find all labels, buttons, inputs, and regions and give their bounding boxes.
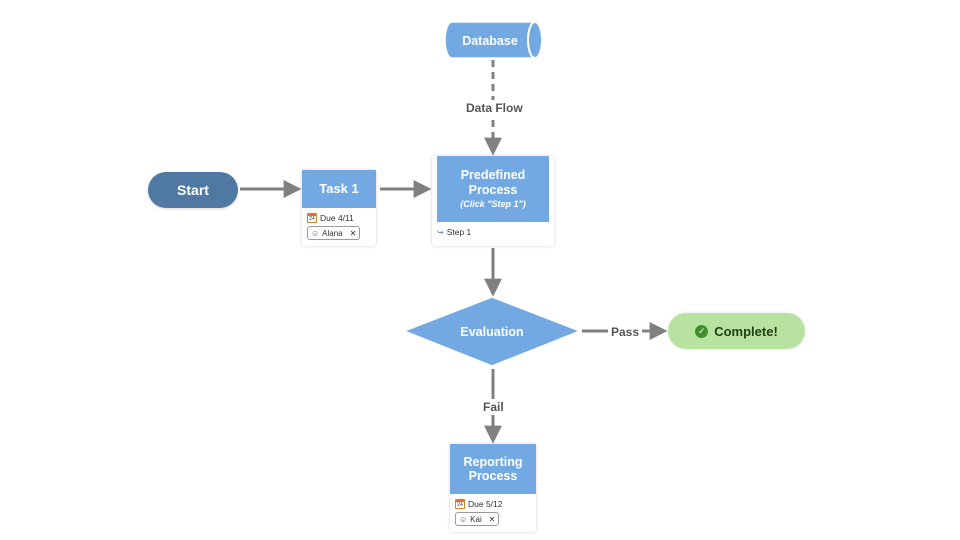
user-icon: ☺ xyxy=(311,228,320,238)
reporting-process-header: Reporting Process xyxy=(450,444,536,494)
reporting-due-row[interactable]: 24 Due 5/12 xyxy=(455,497,531,511)
task1-due-row[interactable]: 24 Due 4/11 xyxy=(307,211,371,225)
close-icon[interactable]: ✕ xyxy=(488,514,496,524)
database-node[interactable]: Database xyxy=(444,21,543,59)
reporting-due-date: Due 5/12 xyxy=(468,499,503,509)
predefined-process-title-line1: Predefined xyxy=(460,168,526,183)
task1-meta: 24 Due 4/11 ☺ Alana ✕ xyxy=(302,208,376,240)
step1-link-label: Step 1 xyxy=(446,227,472,237)
task1-assignee-name: Alana xyxy=(322,228,343,238)
calendar-icon: 24 xyxy=(455,499,465,509)
task1-title: Task 1 xyxy=(319,180,359,196)
step1-link[interactable]: ↪ Step 1 xyxy=(437,225,549,239)
edge-label-pass: Pass xyxy=(608,324,643,340)
complete-label: Complete! xyxy=(714,323,778,339)
reporting-meta: 24 Due 5/12 ☺ Kai ✕ xyxy=(450,494,536,526)
evaluation-label: Evaluation xyxy=(460,325,523,339)
reporting-assignee-name: Kai xyxy=(470,514,482,524)
edge-label-fail: Fail xyxy=(480,399,507,415)
predefined-process-meta: ↪ Step 1 xyxy=(432,222,554,239)
link-icon: ↪ xyxy=(437,227,444,237)
predefined-process-header: Predefined Process (Click "Step 1") xyxy=(434,156,552,222)
edge-label-data-flow: Data Flow xyxy=(463,100,526,116)
calendar-icon: 24 xyxy=(307,213,317,223)
database-label: Database xyxy=(462,34,518,48)
check-circle-icon: ✓ xyxy=(695,324,709,338)
predefined-process-node[interactable]: Predefined Process (Click "Step 1") ↪ St… xyxy=(432,156,554,246)
task1-due-date: Due 4/11 xyxy=(320,213,354,223)
complete-node[interactable]: ✓ Complete! xyxy=(668,313,805,349)
evaluation-node[interactable]: Evaluation xyxy=(401,296,583,367)
start-label: Start xyxy=(177,182,209,198)
reporting-process-title-line1: Reporting xyxy=(463,454,523,469)
task1-header: Task 1 xyxy=(302,170,376,208)
reporting-process-title-line2: Process xyxy=(468,469,518,483)
task1-node[interactable]: Task 1 24 Due 4/11 ☺ Alana ✕ xyxy=(302,170,376,246)
task1-assignee-chip[interactable]: ☺ Alana ✕ xyxy=(307,226,361,240)
predefined-process-title-line2: Process xyxy=(468,182,518,197)
start-node[interactable]: Start xyxy=(148,172,238,208)
reporting-process-node[interactable]: Reporting Process 24 Due 5/12 ☺ Kai ✕ xyxy=(450,444,536,532)
predefined-process-subtitle: (Click "Step 1") xyxy=(460,199,526,210)
reporting-assignee-chip[interactable]: ☺ Kai ✕ xyxy=(455,512,500,526)
user-icon: ☺ xyxy=(459,514,468,524)
close-icon[interactable]: ✕ xyxy=(349,228,357,238)
